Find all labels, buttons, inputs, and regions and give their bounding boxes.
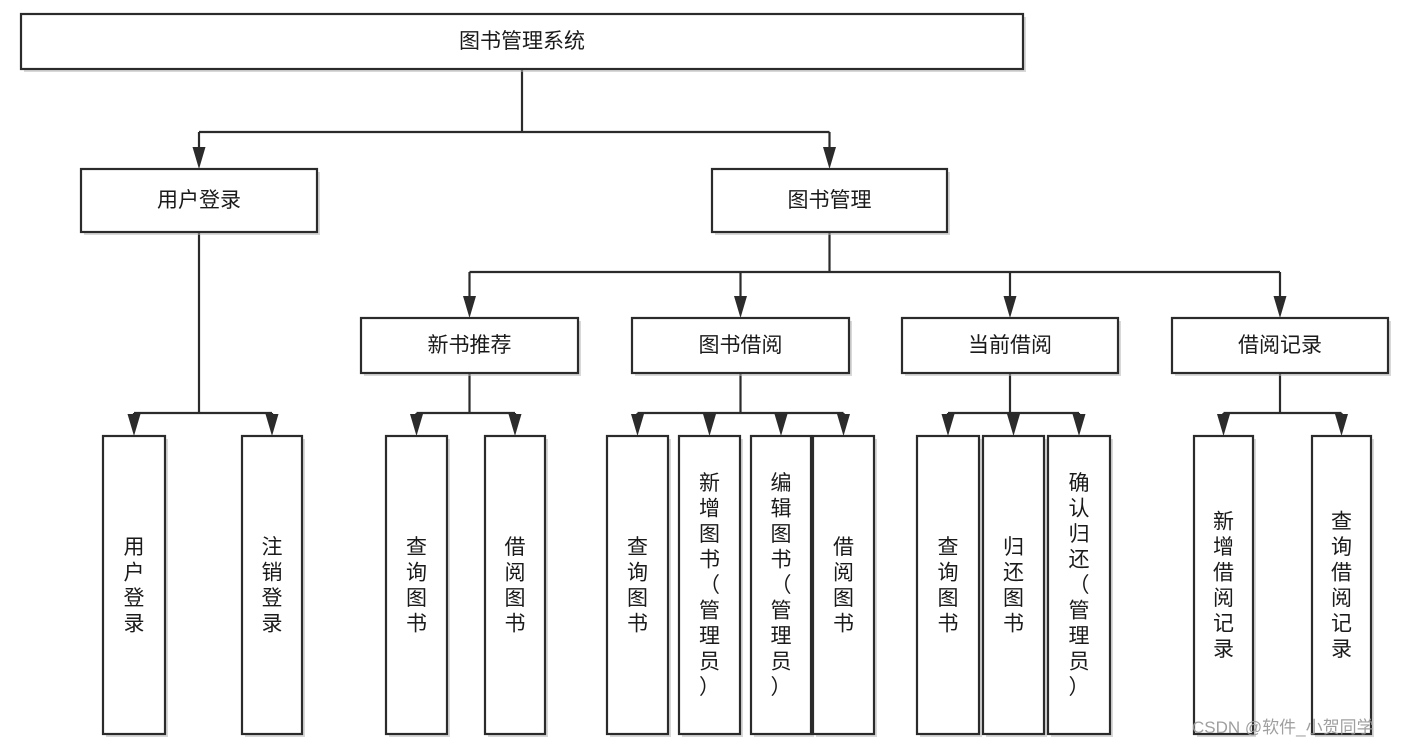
nodes-layer: 图书管理系统用户登录图书管理新书推荐图书借阅当前借阅借阅记录用户登录注销登录查询… [19, 12, 1391, 737]
node-l3_2[interactable]: 当前借阅 [900, 316, 1121, 376]
node-rect [710, 167, 949, 234]
node-leaf_10[interactable]: 确认归还（管理员） [1046, 434, 1113, 737]
node-l2_1[interactable]: 图书管理 [710, 167, 950, 235]
node-label: 图书管理系统 [459, 30, 585, 53]
node-rect [811, 434, 876, 736]
node-label: 借阅图书 [833, 536, 854, 636]
node-rect [483, 434, 547, 736]
node-label: 编辑图书（管理员） [771, 472, 792, 699]
edge-arrowhead [1217, 414, 1230, 436]
node-label: 查询借阅记录 [1331, 510, 1352, 661]
node-leaf_12[interactable]: 查询借阅记录 [1310, 434, 1374, 737]
node-leaf_6[interactable]: 编辑图书（管理员） [749, 434, 814, 737]
node-l3_3[interactable]: 借阅记录 [1170, 316, 1391, 376]
node-label: 用户登录 [157, 189, 241, 212]
node-leaf_5[interactable]: 新增图书（管理员） [677, 434, 743, 737]
node-rect [981, 434, 1046, 736]
edge-arrowhead [508, 414, 522, 436]
node-label: 图书借阅 [699, 334, 783, 357]
node-label: 新增借阅记录 [1213, 510, 1234, 661]
node-leaf_8[interactable]: 查询图书 [915, 434, 982, 737]
node-l3_1[interactable]: 图书借阅 [630, 316, 852, 376]
node-rect [19, 12, 1025, 71]
node-rect [1310, 434, 1373, 736]
node-leaf_3[interactable]: 借阅图书 [483, 434, 548, 737]
edge-arrowhead [1072, 414, 1086, 436]
node-label: 归还图书 [1003, 536, 1024, 636]
edge-arrowhead [1007, 414, 1020, 436]
edge-arrowhead [1335, 414, 1348, 436]
node-leaf_1[interactable]: 注销登录 [240, 434, 305, 737]
node-label: 新增图书（管理员） [699, 472, 720, 699]
node-rect [240, 434, 304, 736]
node-label: 借阅记录 [1238, 334, 1322, 357]
node-label: 查询图书 [627, 536, 648, 636]
edge-arrowhead [823, 147, 836, 169]
edge-arrowhead [837, 414, 850, 436]
node-leaf_9[interactable]: 归还图书 [981, 434, 1047, 737]
node-rect [79, 167, 319, 234]
node-label: 查询图书 [938, 536, 959, 636]
csdn-watermark: CSDN @软件_小贺同学 [1192, 718, 1374, 737]
node-label: 确认归还（管理员） [1069, 472, 1090, 699]
edge-arrowhead [192, 147, 206, 169]
node-label: 用户登录 [124, 536, 145, 636]
edge-arrowhead [734, 296, 747, 318]
edge-arrowhead [463, 296, 476, 318]
node-rect [915, 434, 981, 736]
node-leaf_4[interactable]: 查询图书 [605, 434, 671, 737]
node-label: 当前借阅 [968, 334, 1052, 357]
node-rect [101, 434, 167, 736]
edge-arrowhead [410, 414, 423, 436]
node-label: 借阅图书 [505, 536, 526, 636]
node-leaf_11[interactable]: 新增借阅记录 [1192, 434, 1256, 737]
node-rect [630, 316, 851, 375]
node-label: 查询图书 [406, 536, 427, 636]
edge-arrowhead [127, 414, 141, 436]
node-l3_0[interactable]: 新书推荐 [359, 316, 581, 376]
edges-layer [127, 69, 1348, 436]
node-label: 图书管理 [788, 189, 872, 212]
node-rect [1046, 434, 1112, 736]
node-rect [384, 434, 449, 736]
node-label: 注销登录 [262, 536, 283, 636]
node-leaf_2[interactable]: 查询图书 [384, 434, 450, 737]
node-rect [359, 316, 580, 375]
node-leaf_7[interactable]: 借阅图书 [811, 434, 877, 737]
edge-arrowhead [1003, 296, 1017, 318]
edge-arrowhead [265, 414, 279, 436]
node-rect [1170, 316, 1390, 375]
node-leaf_0[interactable]: 用户登录 [101, 434, 168, 737]
node-l2_0[interactable]: 用户登录 [79, 167, 320, 235]
node-rect [749, 434, 813, 736]
edge-arrowhead [631, 414, 644, 436]
node-root[interactable]: 图书管理系统 [19, 12, 1026, 72]
node-rect [900, 316, 1120, 375]
edge-arrowhead [774, 414, 788, 436]
node-label: 新书推荐 [428, 334, 512, 357]
node-rect [605, 434, 670, 736]
node-rect [677, 434, 742, 736]
edge-arrowhead [1273, 296, 1287, 318]
node-rect [1192, 434, 1255, 736]
edge-arrowhead [941, 414, 955, 436]
edge-arrowhead [703, 414, 716, 436]
